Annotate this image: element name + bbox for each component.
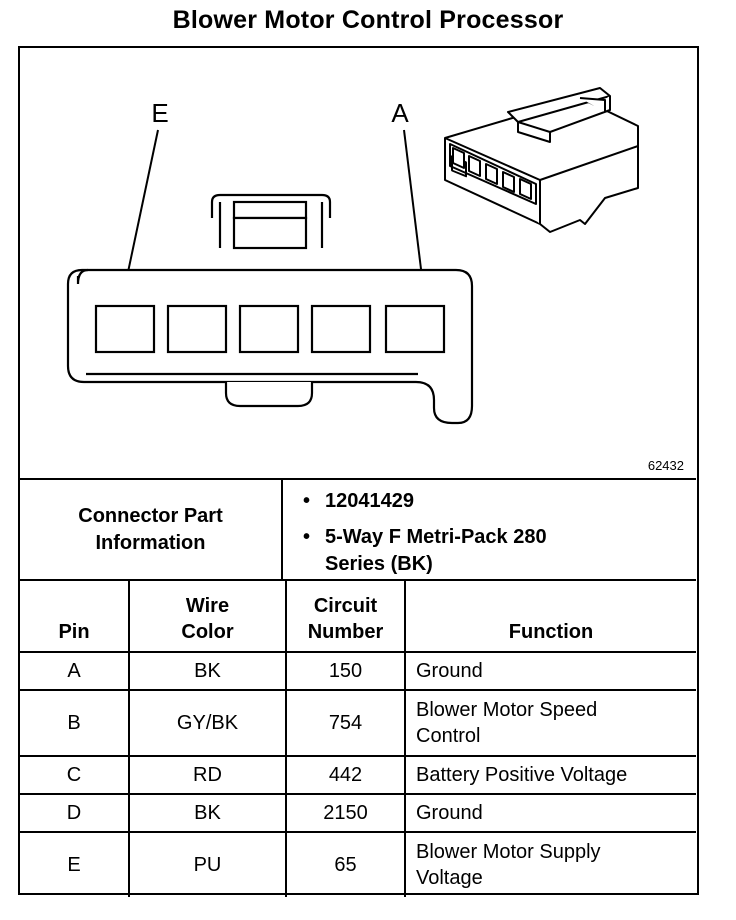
pin-cell: E <box>20 831 130 897</box>
function-cell: Ground <box>404 651 696 691</box>
header-wire-color: Wire Color <box>128 581 287 653</box>
pin-cell: A <box>20 651 130 691</box>
function-cell: Blower Motor Supply Voltage <box>404 831 696 897</box>
header-circuit-number: Circuit Number <box>285 581 406 653</box>
page-title: Blower Motor Control Processor <box>172 6 564 34</box>
function-cell: Blower Motor Speed Control <box>404 689 696 757</box>
wire-color-cell: PU <box>128 831 287 897</box>
figure-id: 62432 <box>647 458 684 473</box>
circuit-cell: 65 <box>285 831 406 897</box>
table-row: C RD 442 Battery Positive Voltage <box>20 755 696 795</box>
connector-isometric-view <box>444 87 639 233</box>
circuit-cell: 442 <box>285 755 406 795</box>
wire-color-cell: RD <box>128 755 287 795</box>
connector-info-item: 5-Way F Metri-Pack 280 Series (BK) <box>303 524 696 578</box>
connector-part-info: Connector Part Information 12041429 5-Wa… <box>20 478 696 581</box>
wire-color-cell: GY/BK <box>128 689 287 757</box>
pin-cell: B <box>20 689 130 757</box>
pin-cavity-b <box>310 304 372 354</box>
table-row: A BK 150 Ground <box>20 651 696 691</box>
callout-a-label: A <box>391 98 409 128</box>
pin-cell: D <box>20 793 130 833</box>
connector-drawing: E A <box>66 87 639 425</box>
pin-cavity-e <box>94 304 156 354</box>
function-cell: Ground <box>404 793 696 833</box>
header-pin: Pin <box>20 581 130 653</box>
pin-cavity-c <box>238 304 300 354</box>
header-function: Function <box>404 581 696 653</box>
connector-info-list: 12041429 5-Way F Metri-Pack 280 Series (… <box>283 480 696 578</box>
function-cell: Battery Positive Voltage <box>404 755 696 795</box>
table-row: D BK 2150 Ground <box>20 793 696 833</box>
callout-e-label: E <box>151 98 168 128</box>
table-row: B GY/BK 754 Blower Motor Speed Control <box>20 689 696 757</box>
pin-cell: C <box>20 755 130 795</box>
wire-color-cell: BK <box>128 651 287 691</box>
circuit-cell: 150 <box>285 651 406 691</box>
connector-face <box>66 193 474 425</box>
circuit-cell: 2150 <box>285 793 406 833</box>
connector-info-frame: E A <box>18 46 699 897</box>
table-row: E PU 65 Blower Motor Supply Voltage <box>20 831 696 897</box>
connector-diagram: E A <box>20 48 696 478</box>
wire-color-cell: BK <box>128 793 287 833</box>
pin-cavity-d <box>166 304 228 354</box>
connector-info-label: Connector Part Information <box>78 504 223 554</box>
pin-cavity-a <box>384 304 446 354</box>
pin-table: Pin Wire Color Circuit Number Function A… <box>20 581 696 897</box>
table-header-row: Pin Wire Color Circuit Number Function <box>20 581 696 653</box>
circuit-cell: 754 <box>285 689 406 757</box>
connector-info-item: 12041429 <box>303 488 696 515</box>
